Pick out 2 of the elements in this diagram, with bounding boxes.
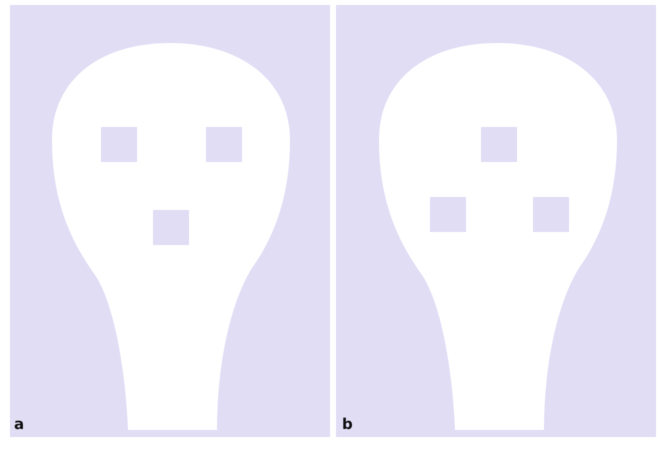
panel-label: a	[14, 415, 24, 433]
panel-label: b	[342, 415, 353, 433]
